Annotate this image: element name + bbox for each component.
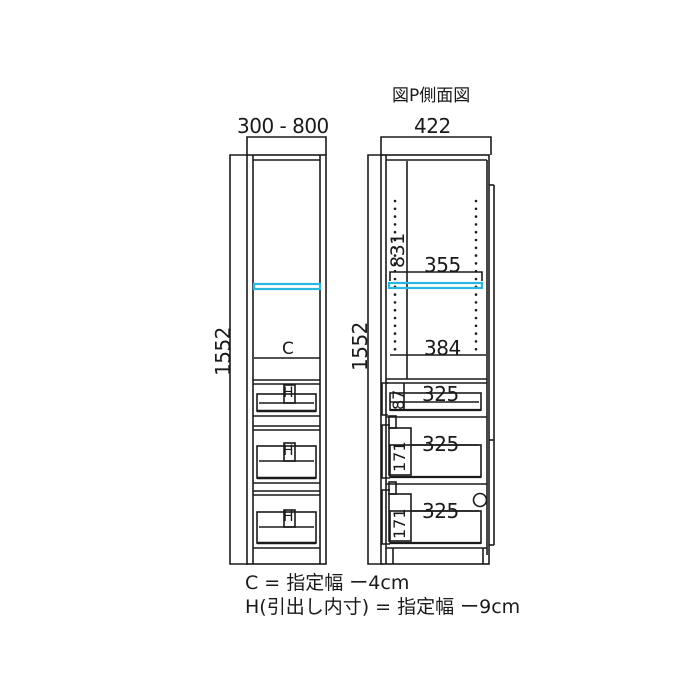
side-depth-label: 422 — [414, 114, 451, 138]
shelf-highlight — [252, 281, 484, 291]
drawer-2-height-label: 171 — [390, 441, 409, 472]
drawer-1-depth-label: 325 — [422, 382, 459, 406]
inner-depth-label: 384 — [424, 336, 461, 360]
shelf-pin-holes — [393, 199, 478, 351]
drawer-label-h-3: H — [283, 509, 294, 525]
drawer-label-h-2: H — [283, 443, 294, 459]
front-view — [229, 136, 327, 565]
upper-inner-height-label: 831 — [387, 233, 409, 268]
drawer-3-height-label: 171 — [390, 508, 409, 539]
drawer-3-depth-label: 325 — [422, 499, 459, 523]
front-width-label: 300 - 800 — [237, 114, 329, 138]
compartment-label-c: C — [282, 339, 294, 359]
drawer-2-depth-label: 325 — [422, 432, 459, 456]
note-c-formula: C = 指定幅 ー4cm — [245, 572, 410, 594]
note-h-formula: H(引出し内寸) = 指定幅 ー9cm — [245, 596, 521, 618]
front-height-label: 1552 — [211, 327, 235, 376]
drawer-label-h-1: H — [283, 385, 294, 401]
drawer-1-height-label: 87 — [389, 389, 408, 410]
side-height-label: 1552 — [348, 322, 372, 371]
side-view-title: 図P側面図 — [392, 86, 471, 106]
side-view — [367, 136, 495, 565]
shelf-depth-label: 355 — [424, 253, 461, 277]
